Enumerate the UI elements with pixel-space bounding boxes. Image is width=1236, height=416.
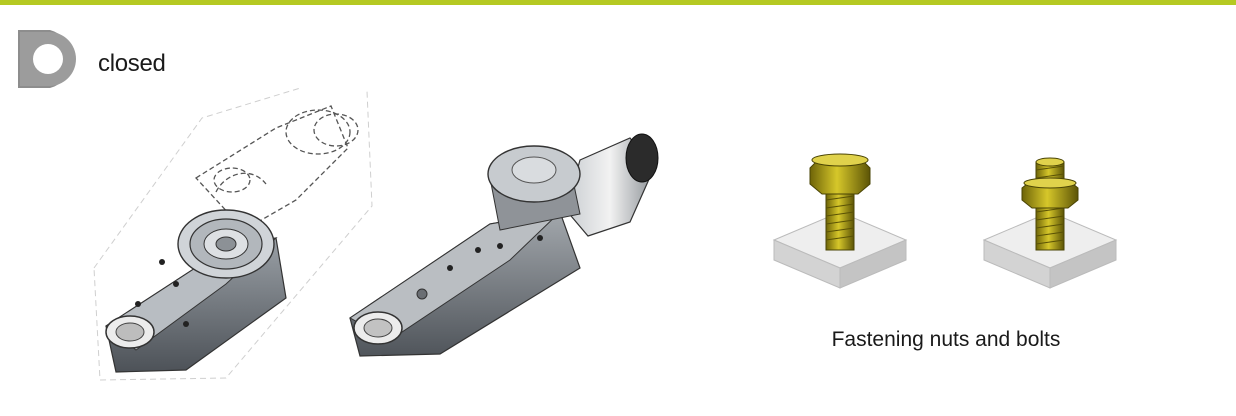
closed-state-icon [18, 30, 76, 88]
legend-label: closed [98, 50, 166, 77]
legend: closed [16, 24, 316, 94]
bolt-with-nut-on-plate-icon [982, 157, 1118, 289]
figure-caption: Fastening nuts and bolts [831, 328, 1061, 351]
bolt-on-plate-icon [772, 153, 908, 289]
robot-arm-assembled-icon [349, 133, 659, 357]
robot-arm-exploded-icon [93, 88, 373, 381]
top-accent-rule [0, 0, 1236, 5]
